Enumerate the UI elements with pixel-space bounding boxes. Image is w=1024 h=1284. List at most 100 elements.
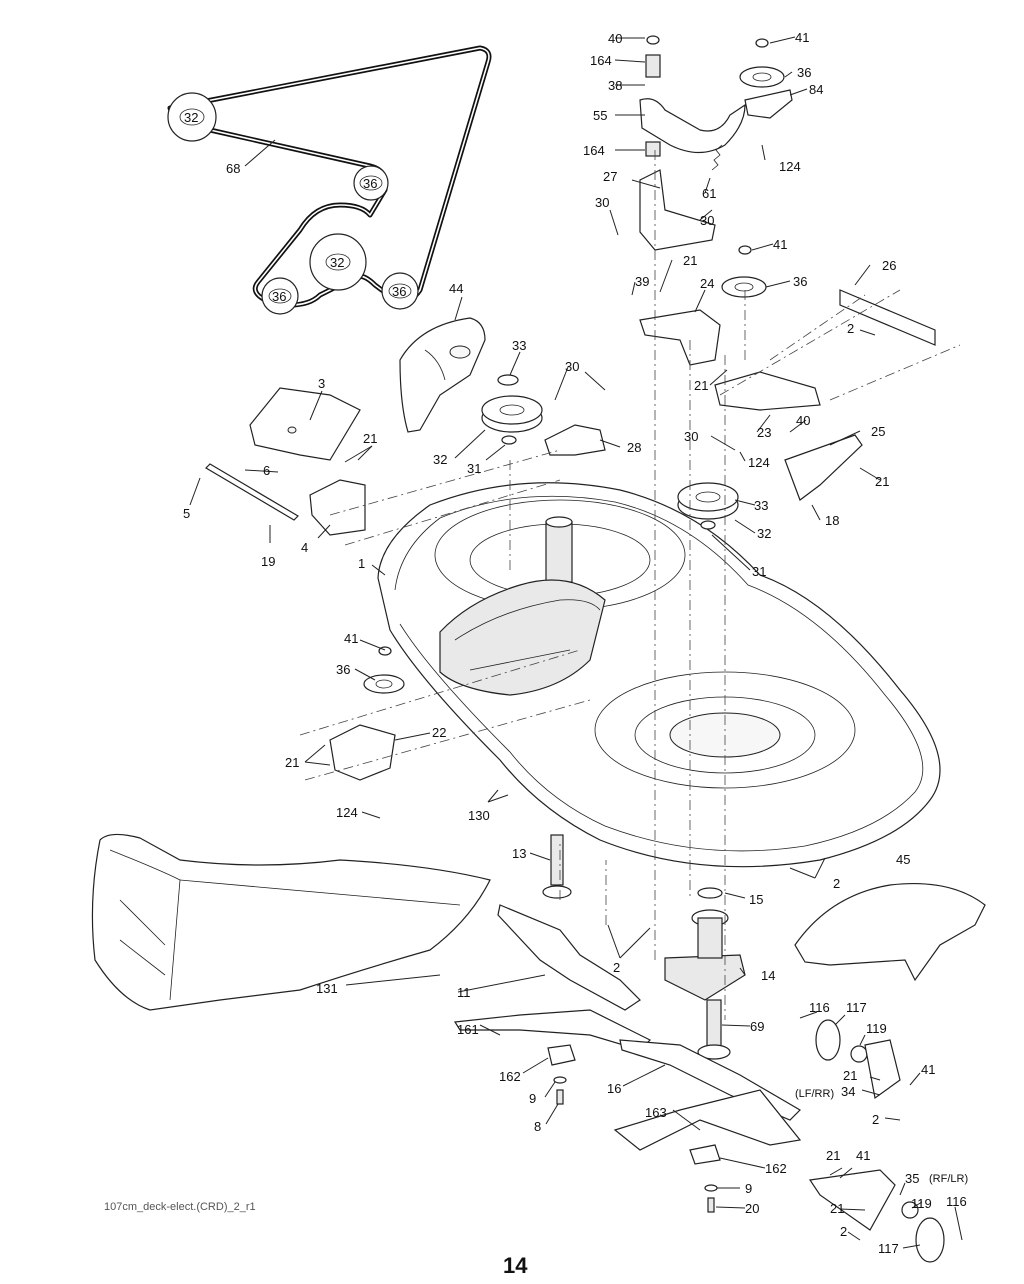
callout-26: 26 [882,258,896,273]
belt-pulley-label: 36 [363,176,377,191]
brackets [205,35,936,781]
callout-41: 41 [921,1062,935,1077]
callout-41: 41 [773,237,787,252]
callout-11: 11 [457,985,471,1000]
callout-68: 68 [226,161,240,176]
callout-117: 117 [846,1000,867,1015]
callout-15: 15 [749,892,763,907]
callout-41: 41 [795,30,809,45]
callout-84: 84 [809,82,823,97]
callout-23: 23 [757,425,771,440]
callout-163: 163 [645,1105,667,1120]
rf-lr-note: (RF/LR) [929,1173,968,1185]
callout-117: 117 [878,1241,899,1256]
callout-40: 40 [796,413,810,428]
callout-18: 18 [825,513,839,528]
belt-pulley-label: 36 [392,284,406,299]
callout-130: 130 [468,808,490,823]
callout-6: 6 [263,463,270,478]
callout-124: 124 [779,159,801,174]
callout-30: 30 [700,213,714,228]
callout-161: 161 [457,1022,479,1037]
callout-164: 164 [583,143,605,158]
callout-4: 4 [301,540,308,555]
callout-33: 33 [754,498,768,513]
callout-27: 27 [603,169,617,184]
callout-39: 39 [635,274,649,289]
callout-19: 19 [261,554,275,569]
callout-69: 69 [750,1019,764,1034]
callout-119: 119 [866,1021,887,1036]
callout-8: 8 [534,1119,541,1134]
belt-routing-diagram: 32 36 32 36 36 [167,45,492,315]
callout-55: 55 [593,108,607,123]
callout-21: 21 [683,253,697,268]
callout-38: 38 [608,78,622,93]
callout-116: 116 [809,1000,830,1015]
callout-20: 20 [745,1201,759,1216]
callout-30: 30 [595,195,609,210]
reference-lines [299,150,961,1020]
callout-124: 124 [336,805,358,820]
callout-2: 2 [840,1224,847,1239]
callout-5: 5 [183,506,190,521]
callout-35: 35 [905,1171,919,1186]
callout-41: 41 [856,1148,870,1163]
callout-162: 162 [765,1161,787,1176]
callout-36: 36 [336,662,350,677]
callout-16: 16 [607,1081,621,1096]
callout-21: 21 [826,1148,840,1163]
cover-wheels [794,882,986,1263]
callout-34: 34 [841,1084,855,1099]
callout-31: 31 [752,564,766,579]
callout-164: 164 [590,53,612,68]
callout-116: 116 [946,1194,967,1209]
callout-40: 40 [608,31,622,46]
callout-33: 33 [512,338,526,353]
drawing-reference: 107cm_deck-elect.(CRD)_2_r1 [104,1201,256,1213]
mower-deck [377,482,941,868]
belt-pulley-label: 32 [184,110,198,125]
discharge-chute [91,833,491,1011]
callout-labels: 1 68 44 3 6 5 4 19 21 33 32 31 30 28 40 … [183,30,968,1256]
callout-31: 31 [467,461,481,476]
callout-21: 21 [363,431,377,446]
callout-24: 24 [700,276,714,291]
leader-lines [189,36,963,1249]
callout-1: 1 [358,556,365,571]
spindles-blades [453,834,802,1213]
callout-124: 124 [748,455,770,470]
callout-13: 13 [512,846,526,861]
callout-22: 22 [432,725,446,740]
callout-131: 131 [316,981,338,996]
callout-25: 25 [871,424,885,439]
callout-45: 45 [896,852,910,867]
callout-21: 21 [694,378,708,393]
callout-36: 36 [797,65,811,80]
callout-32: 32 [433,452,447,467]
callout-44: 44 [449,281,463,296]
callout-162: 162 [499,1069,521,1084]
callout-2: 2 [833,876,840,891]
callout-21: 21 [875,474,889,489]
callout-9: 9 [745,1181,752,1196]
callout-3: 3 [318,376,325,391]
callout-119: 119 [911,1196,932,1211]
callout-14: 14 [761,968,775,983]
callout-21: 21 [285,755,299,770]
callout-9: 9 [529,1091,536,1106]
callout-2: 2 [847,321,854,336]
belt-pulley-label: 32 [330,255,344,270]
page-number: 14 [503,1253,528,1278]
callout-21: 21 [843,1068,857,1083]
callout-2: 2 [872,1112,879,1127]
callout-2: 2 [613,960,620,975]
callout-36: 36 [793,274,807,289]
lf-rr-note: (LF/RR) [795,1088,834,1100]
callout-61: 61 [702,186,716,201]
callout-41: 41 [344,631,358,646]
callout-21: 21 [830,1201,844,1216]
callout-32: 32 [757,526,771,541]
pulleys [363,38,785,694]
